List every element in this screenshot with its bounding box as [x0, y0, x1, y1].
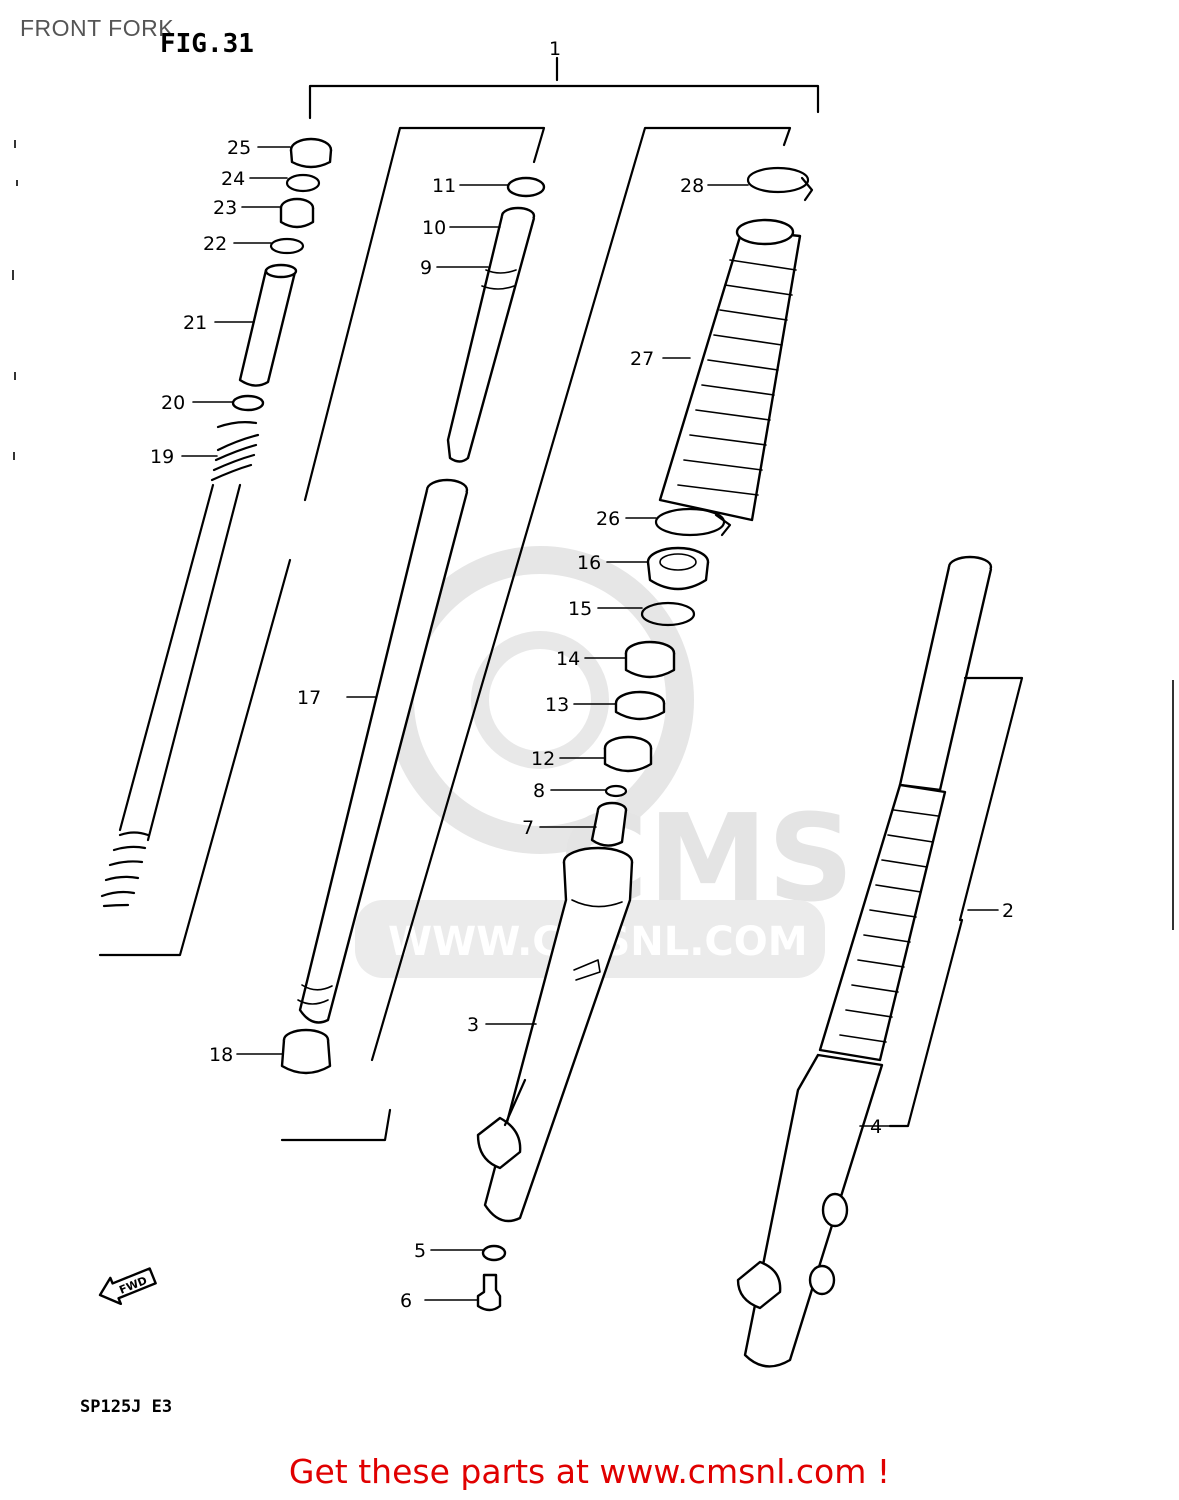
part-17-inner-tube [297, 478, 469, 1024]
callout-6: 6 [400, 1290, 412, 1312]
assembly-bracket [308, 56, 820, 120]
part-13-washer [614, 690, 666, 721]
callout-2: 2 [1002, 900, 1014, 922]
part-2-fork-assembly [736, 555, 993, 1368]
part-3-outer-tube-left [476, 846, 634, 1223]
callout-16: 16 [577, 552, 601, 574]
part-7-cylinder [590, 801, 628, 847]
callout-17: 17 [297, 687, 321, 709]
callout-5: 5 [414, 1240, 426, 1262]
callout-4: 4 [870, 1116, 882, 1138]
callout-19: 19 [150, 446, 174, 468]
part-8-circlip [604, 784, 628, 798]
part-22-o-ring [269, 237, 305, 255]
callout-14: 14 [556, 648, 580, 670]
callout-7: 7 [522, 817, 534, 839]
part-10-rod [446, 206, 536, 463]
callout-27: 27 [630, 348, 654, 370]
callout-11: 11 [432, 175, 456, 197]
part-14-washer [624, 640, 676, 679]
part-11-bush [506, 176, 546, 198]
callout-15: 15 [568, 598, 592, 620]
callout-23: 23 [213, 197, 237, 219]
part-23-plug [279, 197, 315, 229]
inner-tube-group-frame [280, 126, 792, 1142]
callout-28: 28 [680, 175, 704, 197]
callout-21: 21 [183, 312, 207, 334]
part-21-spacer [238, 263, 298, 387]
footer-link-text[interactable]: Get these parts at www.cmsnl.com ! [288, 1452, 891, 1491]
callout-22: 22 [203, 233, 227, 255]
spring-group-frame [98, 126, 546, 957]
part-16-seal [646, 546, 710, 591]
part-24-circlip [285, 173, 321, 193]
callout-12: 12 [531, 748, 555, 770]
part-12-bush [603, 735, 653, 773]
part-15-clip [640, 601, 696, 627]
callout-8: 8 [533, 780, 545, 802]
fwd-arrow-icon: FWD [98, 1267, 157, 1306]
part-19-spring [100, 421, 260, 908]
part-5-washer [481, 1244, 507, 1262]
part-4-bracket [888, 676, 1024, 1128]
callout-20: 20 [161, 392, 185, 414]
leader-lines [181, 146, 999, 1301]
part-27-boot [658, 218, 802, 522]
model-code: SP125J E3 [80, 1397, 172, 1417]
part-20-seat [231, 394, 265, 412]
callout-18: 18 [209, 1044, 233, 1066]
callout-24: 24 [221, 168, 245, 190]
callout-10: 10 [422, 217, 446, 239]
callout-13: 13 [545, 694, 569, 716]
callout-1: 1 [549, 38, 561, 60]
part-6-bolt [476, 1273, 502, 1312]
part-25-cap [289, 137, 333, 169]
callout-25: 25 [227, 137, 251, 159]
part-26-clamp [654, 507, 732, 537]
callout-26: 26 [596, 508, 620, 530]
callout-3: 3 [467, 1014, 479, 1036]
page-title: FRONT FORK [20, 15, 175, 41]
callout-9: 9 [420, 257, 432, 279]
part-28-clamp [746, 166, 814, 202]
part-18-bush [280, 1028, 332, 1075]
callout-labels: 1 2 3 4 5 6 7 8 9 10 11 12 13 14 15 16 1… [150, 38, 1014, 1312]
figure-label: FIG.31 [160, 29, 254, 59]
